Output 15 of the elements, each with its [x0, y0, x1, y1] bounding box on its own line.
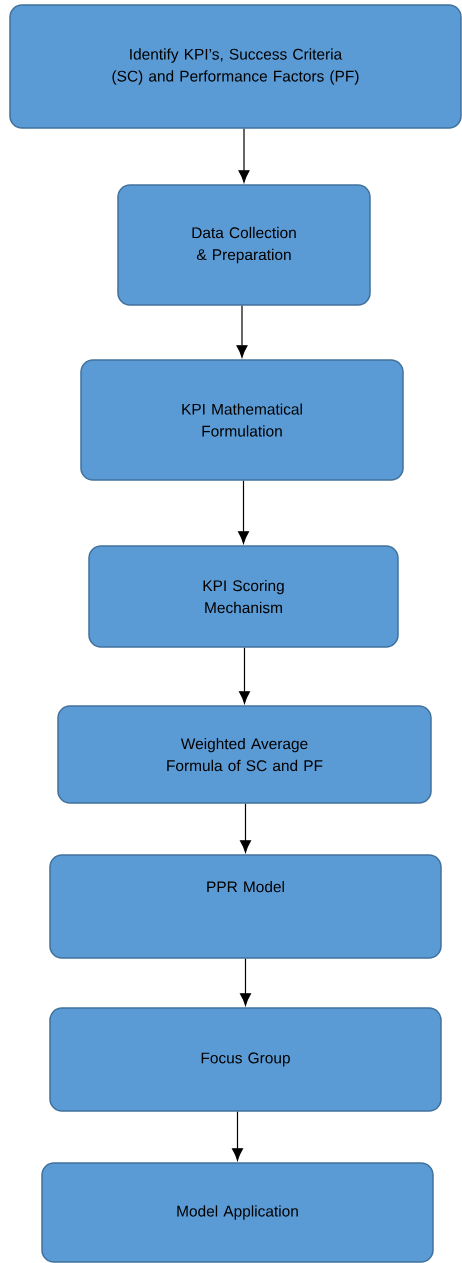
process-box: Data Collection & Preparation	[117, 184, 371, 306]
arrow	[236, 305, 248, 358]
process-box: Focus Group	[49, 1007, 442, 1112]
arrow	[238, 480, 249, 544]
process-box: Model Application	[41, 1162, 434, 1263]
process-box: KPI Scoring Mechanism	[88, 545, 399, 648]
arrow	[239, 647, 250, 704]
process-box: Identify KPI’s, Success Criteria (SC) and Performance Factors (PF)	[9, 4, 462, 129]
arrow	[240, 958, 251, 1006]
process-box: KPI Mathematical Formulation	[80, 359, 404, 481]
arrow	[232, 1111, 243, 1161]
arrow	[240, 803, 251, 853]
arrow	[238, 128, 250, 183]
process-box: Weighted Average Formula of SC and PF	[57, 705, 432, 804]
process-box: PPR Model	[49, 854, 442, 959]
